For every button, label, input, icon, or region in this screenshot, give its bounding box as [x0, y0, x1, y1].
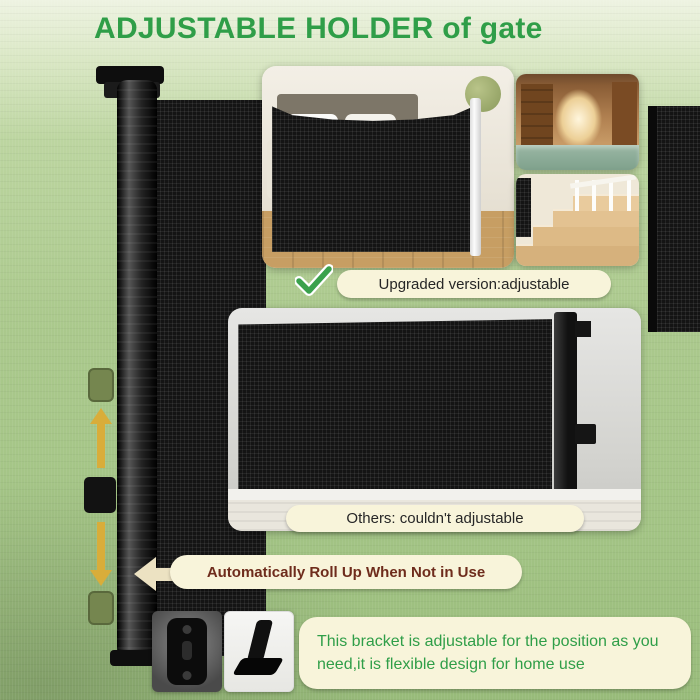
- badge-roll-up: Automatically Roll Up When Not in Use: [170, 555, 522, 589]
- holder-bracket-bottom: [88, 591, 114, 625]
- hallway-light: [555, 89, 603, 149]
- stair-rail-post: [609, 179, 614, 211]
- badge-others-label: Others: couldn't adjustable: [346, 510, 524, 527]
- stair-step: [552, 208, 639, 228]
- badge-others: Others: couldn't adjustable: [286, 505, 584, 532]
- photo-stairs-gate: [516, 174, 639, 266]
- stair-rail-post: [592, 179, 597, 211]
- badge-upgraded: Upgraded version:adjustable: [337, 270, 611, 298]
- stair-rail-post: [626, 179, 631, 211]
- badge-roll-up-label: Automatically Roll Up When Not in Use: [206, 563, 486, 581]
- photo-bracket-front: [152, 611, 222, 692]
- photo-bracket-side: [224, 611, 294, 692]
- hallway-door-left: [520, 83, 553, 151]
- others-gate-mesh: [238, 319, 553, 498]
- hallway-door-right: [611, 81, 637, 153]
- bracket-front-slot: [182, 640, 192, 661]
- photo-others-gate: [228, 308, 641, 531]
- holder-bracket-middle: [84, 477, 116, 513]
- others-gate-pole: [554, 312, 577, 505]
- others-fixed-bracket-top: [574, 321, 592, 337]
- check-icon: [294, 264, 334, 296]
- gate-pole-bottom-cap: [110, 650, 164, 666]
- left-arrow-shaft: [156, 567, 174, 581]
- others-fixed-bracket-middle: [574, 423, 596, 445]
- page-title: ADJUSTABLE HOLDER of gate: [94, 12, 543, 45]
- down-arrow-shaft: [97, 522, 105, 570]
- gate-top-mount-bracket: [96, 66, 164, 84]
- others-baseboard: [228, 488, 641, 500]
- badge-upgraded-label: Upgraded version:adjustable: [378, 275, 570, 293]
- down-arrow-icon: [90, 522, 112, 586]
- photo-hallway-gate: [516, 74, 639, 170]
- up-arrow-shaft: [97, 424, 105, 468]
- photo-bedroom-gate: [262, 66, 514, 268]
- bracket-side-arm: [247, 619, 274, 661]
- bracket-side-foot: [232, 657, 285, 676]
- bedroom-gate-pole: [469, 98, 482, 256]
- left-arrow-icon: [134, 557, 174, 591]
- hallway-floor: [516, 145, 639, 170]
- note-bracket: This bracket is adjustable for the posit…: [299, 617, 691, 689]
- up-arrow-head: [90, 408, 112, 424]
- note-bracket-label: This bracket is adjustable for the posit…: [317, 632, 659, 673]
- bracket-front-hole: [182, 670, 192, 680]
- stair-step: [516, 243, 639, 266]
- down-arrow-head: [90, 570, 112, 586]
- left-arrow-head: [134, 557, 156, 591]
- stair-step: [533, 225, 639, 246]
- bracket-front-hole: [182, 624, 192, 634]
- stair-step: [572, 194, 639, 211]
- bedroom-gate-mesh: [272, 106, 474, 252]
- gate-mesh-right-end: [648, 106, 700, 332]
- holder-bracket-top: [88, 368, 114, 402]
- up-arrow-icon: [90, 408, 112, 468]
- stairs-gate-mesh: [516, 177, 531, 237]
- stair-rail-post: [575, 179, 580, 211]
